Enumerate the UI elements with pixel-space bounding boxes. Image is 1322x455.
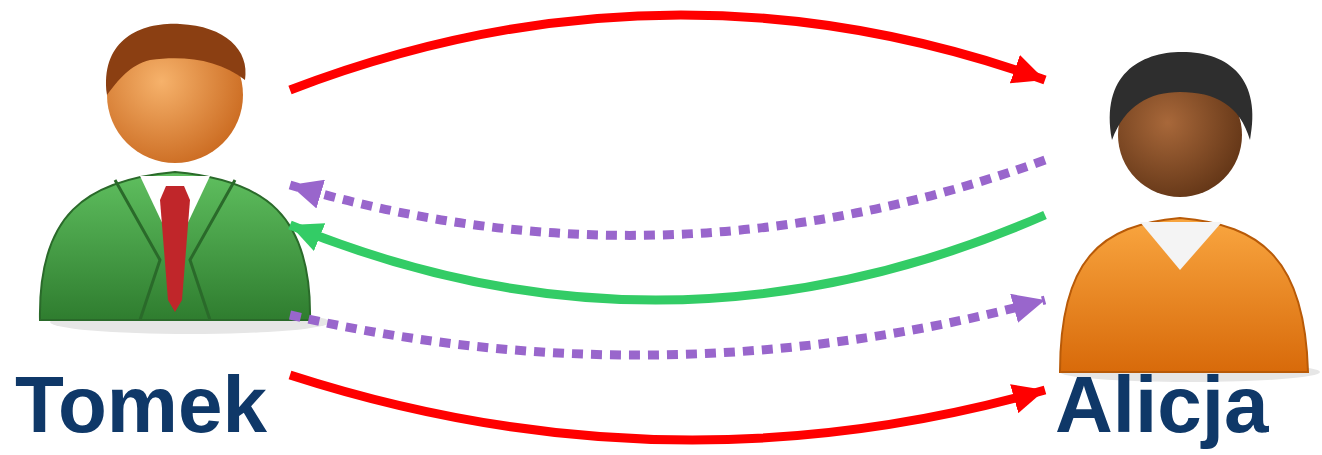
person-name: Tomek (15, 365, 267, 445)
tomek-icon (40, 24, 330, 334)
solid-arrow (290, 375, 1045, 440)
solid-arrow (290, 215, 1045, 300)
person-alicja: Alicja (1045, 0, 1317, 450)
dotted-arrow (290, 160, 1045, 235)
solid-arrow (290, 15, 1045, 90)
alicja-icon (1060, 52, 1320, 382)
dotted-arrow (290, 300, 1045, 355)
person-tomek: Tomek (15, 0, 290, 450)
person-name: Alicja (1055, 365, 1268, 445)
